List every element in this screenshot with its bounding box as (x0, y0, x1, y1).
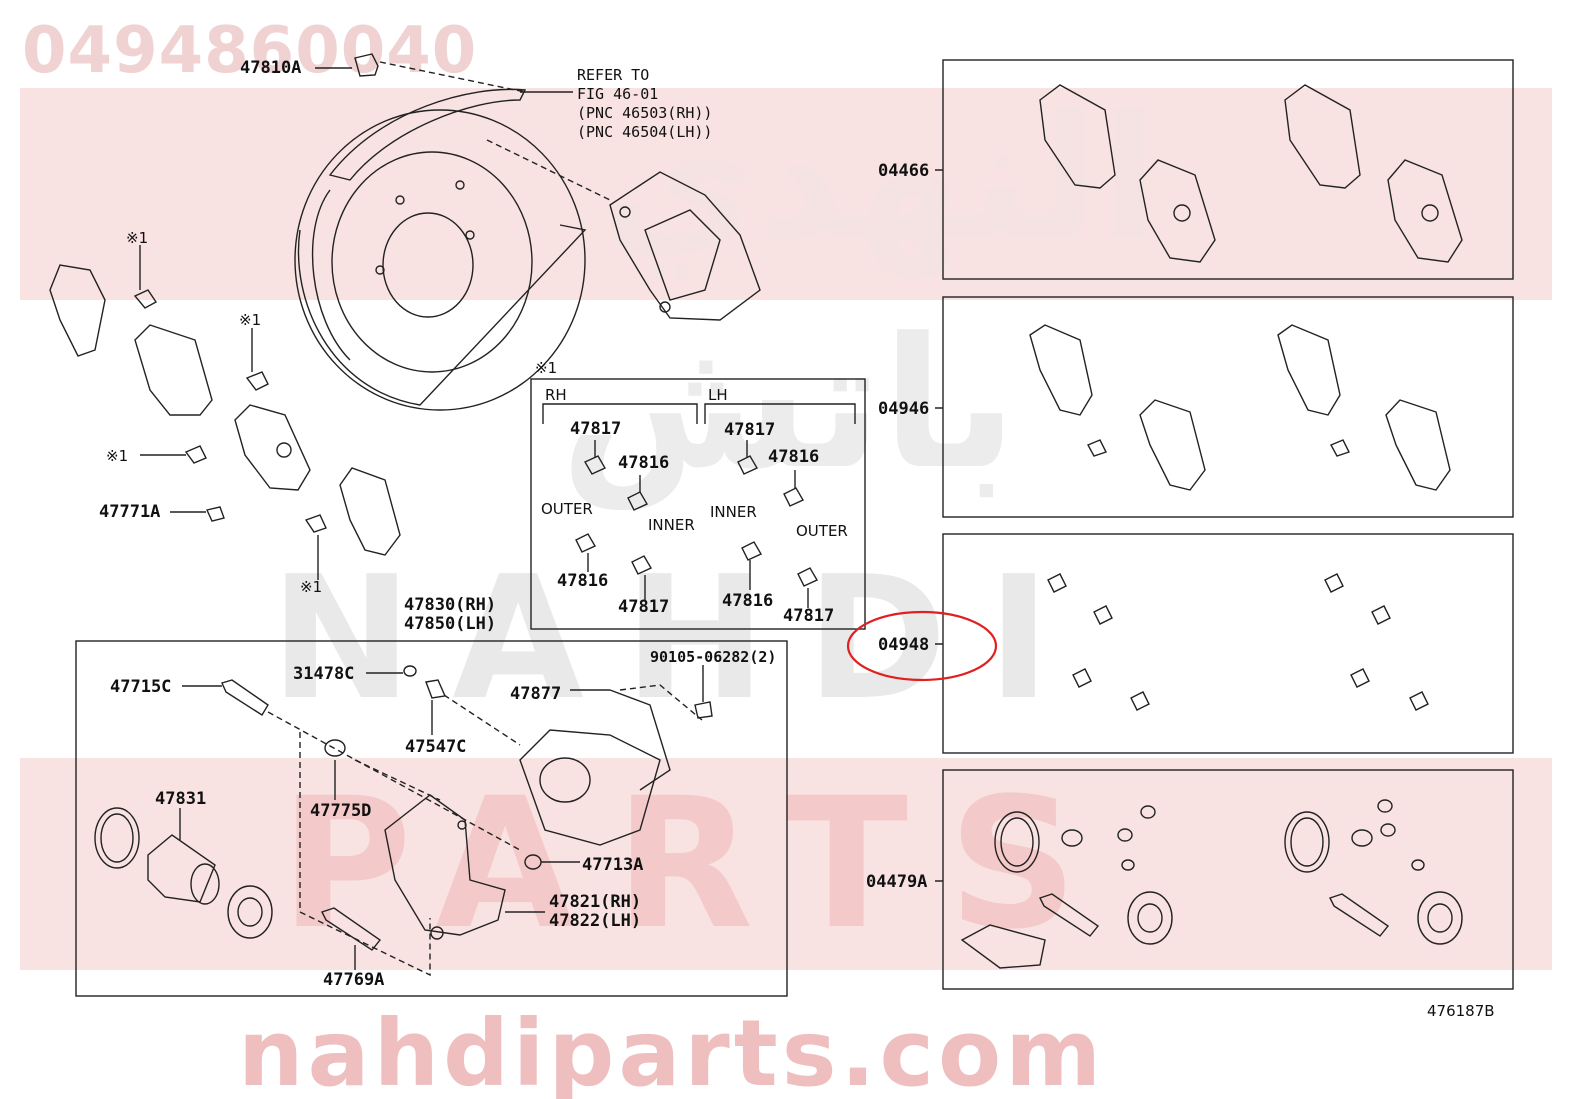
highlight-ellipse (846, 610, 998, 682)
inset-rh-inner: INNER (648, 516, 695, 534)
watermark-part-number: 0494860040 (22, 14, 478, 88)
kit-box-04479A (942, 769, 1514, 990)
watermark-arabic-top: النهدي (600, 80, 1158, 278)
label-47821: 47821(RH) (549, 892, 642, 912)
guide-pin-47715C (221, 679, 269, 716)
label-47877: 47877 (510, 684, 562, 704)
bolt-47810A (354, 53, 379, 77)
inset-lh-47817-top: 47817 (724, 420, 776, 440)
inset-rh-47816-bottom: 47816 (557, 571, 609, 591)
label-47547C: 47547C (405, 737, 467, 757)
left-brake-pads (49, 264, 401, 556)
kit-04946-shims (1029, 324, 1451, 491)
bushing-47775D (324, 739, 346, 757)
clip-inset-box (530, 378, 866, 630)
label-47830: 47830(RH) (404, 595, 497, 615)
watermark-brand-bottom: PARTS (280, 760, 1118, 969)
label-47771A: 47771A (99, 502, 161, 522)
caliper-cylinder-47877 (519, 689, 671, 846)
kit-box-04946 (942, 296, 1514, 518)
label-47850: 47850(LH) (404, 614, 497, 634)
caliper-assembly-box (75, 640, 788, 997)
refer-line-2: FIG 46-01 (577, 85, 659, 103)
kit-code-04946: 04946 (878, 399, 930, 419)
label-47810A: 47810A (240, 58, 302, 78)
inset-brackets (542, 403, 856, 424)
inset-lh-47817-bottom: 47817 (783, 606, 835, 626)
mark-1-c: ※1 (106, 447, 129, 465)
label-47715C: 47715C (110, 677, 172, 697)
piston-47831 (147, 834, 220, 905)
label-47769A: 47769A (323, 970, 385, 990)
backing-plate (294, 88, 587, 411)
boot-31478C (403, 665, 417, 677)
kit-code-04479A: 04479A (866, 872, 928, 892)
label-90105: 90105-06282(2) (650, 648, 777, 666)
dust-boot (227, 885, 273, 939)
inset-lh-47816-top: 47816 (768, 447, 820, 467)
watermark-url: nahdiparts.com (238, 1000, 1106, 1099)
label-47775D: 47775D (310, 801, 372, 821)
caliper-housing-upper (609, 171, 761, 321)
mounting-bracket-47821 (384, 794, 506, 940)
kit-04466-pads (1039, 84, 1463, 263)
inset-lh-47816-bottom: 47816 (722, 591, 774, 611)
kit-04479A-seals (960, 799, 1463, 969)
inset-lh-inner: INNER (710, 503, 757, 521)
kit-box-04948 (942, 533, 1514, 754)
inset-rh-47817-top: 47817 (570, 419, 622, 439)
inset-lh-outer: OUTER (796, 522, 848, 540)
diagram-code: 476187B (1427, 1002, 1495, 1020)
label-47822: 47822(LH) (549, 911, 642, 931)
bleeder-47547C (425, 679, 447, 699)
refer-line-1: REFER TO (577, 66, 650, 84)
mark-1-b: ※1 (239, 311, 262, 329)
bolt-90105 (694, 701, 713, 719)
label-47713A: 47713A (582, 855, 644, 875)
piston-seal-ring (94, 807, 140, 869)
inset-rh-47817-bottom: 47817 (618, 597, 670, 617)
label-47831: 47831 (155, 789, 207, 809)
refer-line-4: (PNC 46504(LH)) (577, 123, 713, 141)
inset-rh: RH (545, 386, 567, 404)
slide-pin-47769A (321, 907, 382, 951)
bushing-47713A (524, 854, 542, 870)
inset-rh-47816-top: 47816 (618, 453, 670, 473)
left-pad-clips (133, 289, 327, 533)
inset-rh-outer: OUTER (541, 500, 593, 518)
watermark-band-top (20, 88, 1552, 300)
mark-1-d: ※1 (300, 578, 323, 596)
inset-clips (575, 455, 818, 587)
mark-1-a: ※1 (126, 229, 149, 247)
refer-line-3: (PNC 46503(RH)) (577, 104, 713, 122)
inset-mark: ※1 (535, 359, 558, 377)
kit-code-04948: 04948 (878, 635, 930, 655)
inset-lh: LH (708, 386, 728, 404)
kit-04948-clips (1047, 573, 1429, 711)
label-31478C: 31478C (293, 664, 355, 684)
kit-code-04466: 04466 (878, 161, 930, 181)
watermark-brand-top: NAHDI (270, 540, 1091, 738)
watermark-band-bottom (20, 758, 1552, 970)
